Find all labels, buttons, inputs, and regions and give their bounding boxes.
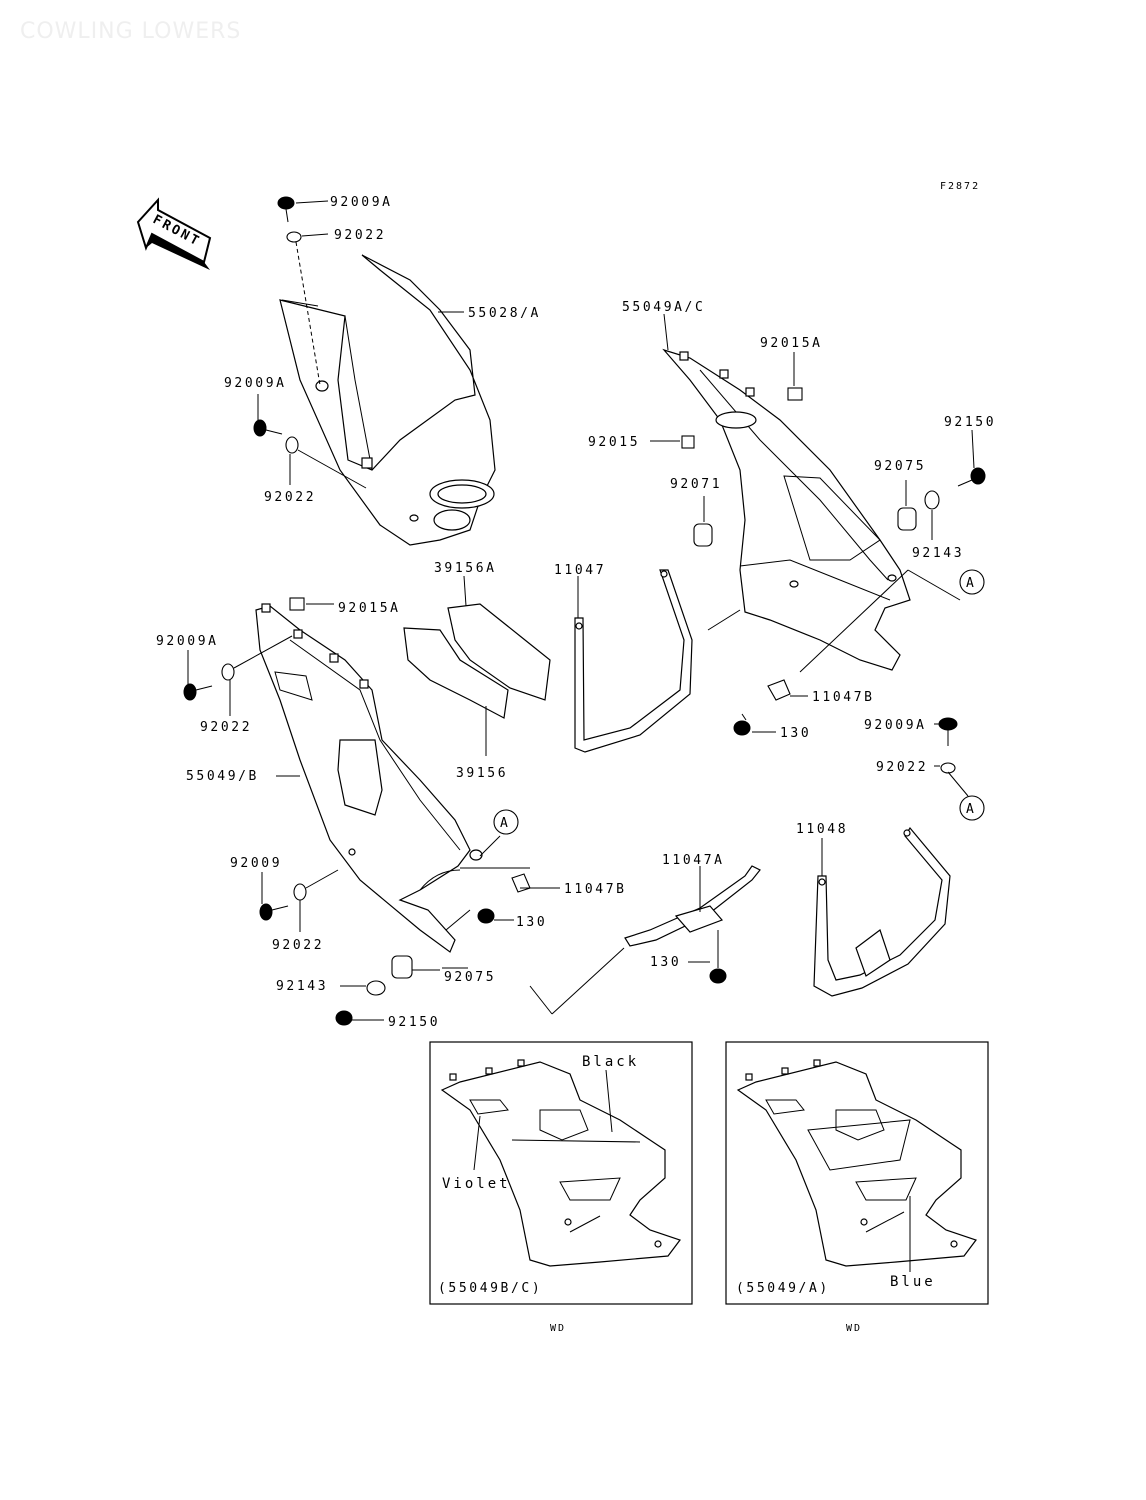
clip-11047b-right	[767, 679, 791, 701]
variant-box-55049-a: Blue (55049/A)	[725, 1041, 989, 1305]
front-arrow-icon: FRONT	[136, 197, 212, 270]
color-label-blue: Blue	[890, 1274, 936, 1290]
label-39156a: 39156A	[434, 561, 497, 576]
label-130-right: 130	[780, 726, 811, 741]
label-92075-right: 92075	[874, 459, 926, 474]
clip-11047b-lower	[511, 873, 531, 893]
screw-92009a-top	[277, 196, 329, 223]
label-92015a-mid: 92015A	[338, 601, 401, 616]
heat-shield-plates	[403, 603, 551, 719]
leader-lines	[276, 311, 969, 1015]
washer-92022-left	[285, 436, 367, 489]
label-130-bottom: 130	[650, 955, 681, 970]
label-11047: 11047	[554, 563, 606, 578]
bolt-92150-right	[957, 429, 986, 487]
region-label-wd-1: WD	[550, 1323, 566, 1334]
label-92015: 92015	[588, 435, 640, 450]
label-92150-lower: 92150	[388, 1015, 440, 1030]
label-92022-lower: 92022	[272, 938, 324, 953]
washer-92022-mid	[221, 635, 293, 716]
reference-marker-label: A	[966, 802, 976, 817]
washer-92022-right	[934, 762, 956, 774]
grommet-92075-right	[897, 480, 917, 531]
part-labels: 92009A 92022 55028/A 55049A/C 92015A 920…	[156, 195, 996, 1030]
label-55028-a: 55028/A	[468, 306, 541, 321]
screw-92009a-right	[934, 717, 958, 746]
nut-92015a-top	[787, 352, 803, 401]
label-92022-left: 92022	[264, 490, 316, 505]
label-92009: 92009	[230, 856, 282, 871]
label-92009a-top: 92009A	[330, 195, 393, 210]
region-label-wd-2: WD	[846, 1323, 862, 1334]
bracket-11047	[574, 569, 693, 753]
label-11048: 11048	[796, 822, 848, 837]
washer-92022-top	[286, 231, 329, 386]
label-92022-mid: 92022	[200, 720, 252, 735]
screw-92009a-left	[253, 394, 283, 437]
label-130-lower: 130	[516, 915, 547, 930]
left-lower-cowl	[255, 603, 483, 953]
reference-marker-label: A	[966, 576, 976, 591]
label-11047b-right: 11047B	[812, 690, 875, 705]
nut-92015	[650, 435, 695, 449]
bolt-130-bottom	[688, 930, 727, 984]
screw-92009-lower	[259, 872, 289, 921]
label-92022-right: 92022	[876, 760, 928, 775]
collar-92143-right	[924, 490, 940, 540]
label-92071: 92071	[670, 477, 722, 492]
screw-92009a-mid	[183, 650, 213, 701]
label-92009a-left: 92009A	[224, 376, 287, 391]
label-92143-right: 92143	[912, 546, 964, 561]
label-55049a-c: 55049A/C	[622, 300, 705, 315]
figure-code: F2872	[940, 181, 980, 192]
bolt-92150-lower	[335, 1010, 384, 1026]
bracket-11047a	[624, 865, 761, 947]
right-lower-cowl	[662, 348, 911, 671]
variant-code-55049b-c: (55049B/C)	[438, 1281, 542, 1296]
section-title: COWLING LOWERS	[20, 19, 241, 44]
nut-92015a-mid	[289, 597, 334, 611]
color-label-violet: Violet	[442, 1176, 511, 1192]
label-11047a: 11047A	[662, 853, 725, 868]
variant-code-55049-a: (55049/A)	[736, 1281, 830, 1296]
label-92015a-top: 92015A	[760, 336, 823, 351]
reference-marker-a-right-top: A	[959, 569, 985, 595]
label-92009a-right: 92009A	[864, 718, 927, 733]
label-92022-top: 92022	[334, 228, 386, 243]
label-92075-lower: 92075	[444, 970, 496, 985]
label-92009a-mid: 92009A	[156, 634, 219, 649]
color-label-black: Black	[582, 1054, 639, 1070]
reference-marker-a-left: A	[493, 809, 519, 835]
collar-92143-lower	[340, 980, 386, 996]
bracket-11048	[813, 826, 951, 997]
reference-marker-label: A	[500, 816, 510, 831]
variant-box-55049b-c: Black Violet (55049B/C)	[429, 1041, 693, 1305]
label-11047b-lower: 11047B	[564, 882, 627, 897]
grommet-92071	[693, 496, 713, 547]
grommet-92075-lower	[391, 955, 440, 979]
inner-cowl-panel	[279, 254, 496, 546]
label-92143-lower: 92143	[276, 979, 328, 994]
reference-marker-a-right-bottom: A	[959, 795, 985, 821]
label-92150-right: 92150	[944, 415, 996, 430]
bolt-130-lower	[477, 908, 514, 924]
washer-92022-lower	[293, 869, 339, 932]
bolt-130-right	[733, 713, 776, 736]
label-39156: 39156	[456, 766, 508, 781]
label-55049-b: 55049/B	[186, 769, 259, 784]
